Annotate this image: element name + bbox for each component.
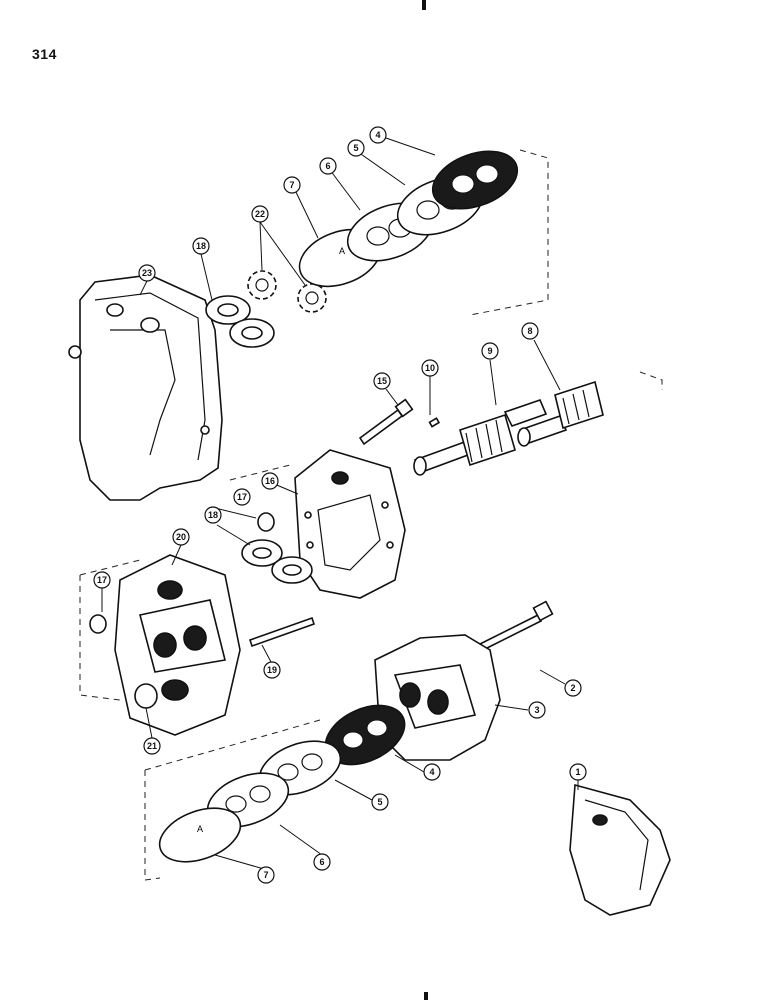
svg-text:19: 19 (267, 665, 277, 675)
svg-text:22: 22 (255, 209, 265, 219)
callout-7-lower: 7 (257, 866, 275, 884)
top-registration-mark (422, 0, 426, 10)
callout-21: 21 (143, 737, 161, 755)
svg-text:2: 2 (570, 683, 575, 693)
svg-text:20: 20 (176, 532, 186, 542)
svg-text:5: 5 (353, 143, 358, 153)
assembly-guide-bottom (144, 719, 321, 881)
svg-text:4: 4 (429, 767, 434, 777)
svg-text:21: 21 (147, 741, 157, 751)
svg-text:17: 17 (237, 492, 247, 502)
callout-6-lower: 6 (313, 853, 331, 871)
svg-text:23: 23 (142, 268, 152, 278)
callout-19: 19 (263, 661, 281, 679)
svg-text:9: 9 (487, 346, 492, 356)
o-ring-large (134, 683, 158, 709)
callout-17-lower: 17 (93, 571, 111, 589)
callout-17-upper: 17 (233, 488, 251, 506)
callout-16: 16 (261, 472, 279, 490)
leader-lines (101, 137, 579, 870)
svg-text:A: A (339, 246, 345, 256)
driven-gear (517, 380, 604, 447)
svg-text:8: 8 (527, 326, 532, 336)
front-housing (374, 634, 501, 761)
wear-plate-lower: A (158, 807, 242, 863)
callout-1: 1 (569, 763, 587, 781)
bottom-registration-mark (424, 992, 428, 1000)
svg-text:1: 1 (575, 767, 580, 777)
svg-text:7: 7 (263, 870, 268, 880)
svg-text:3: 3 (534, 705, 539, 715)
svg-text:7: 7 (289, 180, 294, 190)
seal-ring-upper (431, 150, 519, 210)
svg-text:18: 18 (208, 510, 218, 520)
mounting-plate (114, 554, 241, 736)
o-ring-upper (257, 512, 275, 532)
seal-upper (205, 295, 275, 348)
callout-3: 3 (528, 701, 546, 719)
callout-7-upper: 7 (283, 176, 301, 194)
svg-text:4: 4 (375, 130, 380, 140)
callout-4-upper: 4 (369, 126, 387, 144)
callout-8: 8 (521, 322, 539, 340)
assembled-pump (569, 783, 671, 916)
callout-23: 23 (138, 264, 156, 282)
callout-2: 2 (564, 679, 582, 697)
seal-lower (241, 539, 313, 584)
svg-text:10: 10 (425, 363, 435, 373)
callout-4-lower: 4 (423, 763, 441, 781)
key-10 (428, 417, 441, 428)
gear-housing (294, 449, 406, 599)
callout-18-lower: 18 (204, 506, 222, 524)
callout-5-upper: 5 (347, 139, 365, 157)
callout-10: 10 (421, 359, 439, 377)
callout-20: 20 (172, 528, 190, 546)
assembly-guide-middle (79, 371, 663, 701)
drive-gear-shaft (413, 399, 548, 476)
svg-text:6: 6 (325, 161, 330, 171)
svg-text:5: 5 (377, 797, 382, 807)
callout-15: 15 (373, 372, 391, 390)
svg-text:18: 18 (196, 241, 206, 251)
callout-5-lower: 5 (371, 793, 389, 811)
end-cover (68, 274, 223, 501)
svg-text:17: 17 (97, 575, 107, 585)
page-number: 314 (32, 46, 57, 62)
seal-ring-lower (324, 704, 406, 766)
dowel-pin (248, 616, 316, 648)
svg-text:6: 6 (319, 857, 324, 867)
svg-text:A: A (197, 824, 203, 834)
callout-18-upper: 18 (192, 237, 210, 255)
o-ring-lower (89, 614, 107, 634)
callout-6-upper: 6 (319, 157, 337, 175)
svg-text:16: 16 (265, 476, 275, 486)
assembly-guide-top (469, 149, 549, 316)
long-bolt (476, 600, 554, 653)
svg-text:15: 15 (377, 376, 387, 386)
callout-22: 22 (251, 205, 269, 223)
callout-9: 9 (481, 342, 499, 360)
bolt-15 (358, 398, 414, 446)
